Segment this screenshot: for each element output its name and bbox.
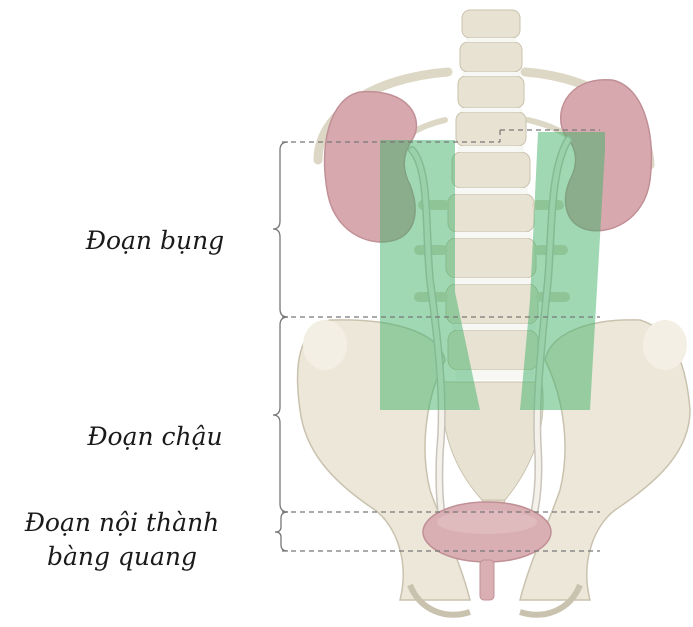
label-intramural-segment: Đoạn nội thành bàng quang — [2, 506, 242, 574]
label-abdominal-segment: Đoạn bụng — [70, 224, 240, 258]
brace-abdominal — [273, 142, 288, 317]
label-pelvic-segment: Đoạn chậu — [70, 420, 240, 454]
brace-intramural — [275, 512, 288, 551]
brace-pelvic — [273, 317, 288, 512]
label-intramural-line2: bàng quang — [2, 540, 242, 574]
curly-braces — [273, 142, 288, 551]
label-intramural-line1: Đoạn nội thành — [2, 506, 242, 540]
